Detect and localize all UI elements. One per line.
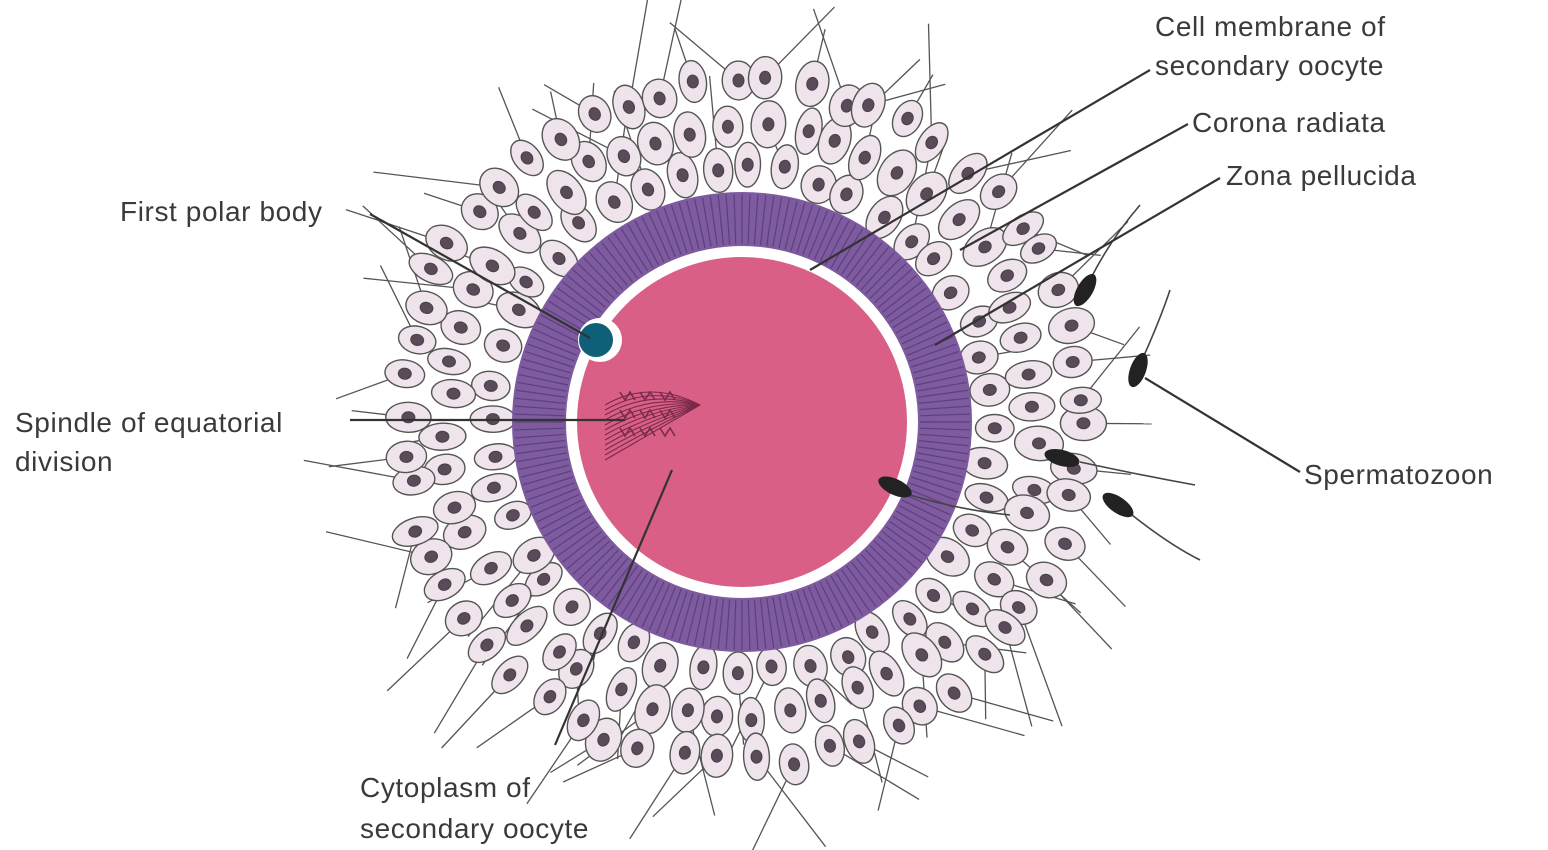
sperm-tail: [1132, 515, 1200, 560]
corona-cell-nucleus: [1074, 394, 1088, 406]
label-cytoplasm-line1: Cytoplasm of: [360, 772, 531, 803]
corona-cell: [1044, 302, 1098, 348]
corona-cell: [430, 378, 477, 410]
corona-cell: [743, 733, 771, 781]
corona-cell: [468, 469, 519, 506]
corona-cell-nucleus: [733, 74, 744, 87]
leader-first-polar-body: [370, 214, 590, 338]
corona-cell: [473, 441, 519, 472]
spermatozoon: [1124, 290, 1170, 390]
label-cytoplasm-line2: secondary oocyte: [360, 813, 589, 844]
corona-cell-nucleus: [402, 412, 415, 423]
first-polar-body: [578, 318, 622, 362]
corona-cell: [700, 733, 735, 778]
corona-cell: [573, 90, 617, 137]
corona-cell: [667, 729, 703, 776]
corona-cell: [768, 143, 801, 191]
label-spindle-line2: division: [15, 446, 113, 477]
spermatozoon: [1099, 488, 1200, 560]
sperm-tail: [1090, 205, 1140, 280]
corona-cell: [1051, 343, 1095, 380]
corona-cell-nucleus: [751, 750, 763, 763]
corona-cell: [771, 686, 809, 736]
sperm-tail: [1142, 290, 1170, 360]
corona-cell: [975, 414, 1014, 442]
label-first-polar-body: First polar body: [120, 196, 323, 227]
label-cell-membrane-line1: Cell membrane of: [1155, 11, 1386, 42]
corona-cell: [749, 99, 787, 149]
corona-cell: [1040, 522, 1090, 566]
sperm-head: [1124, 350, 1151, 389]
label-cell-membrane-line2: secondary oocyte: [1155, 50, 1384, 81]
corona-cell-nucleus: [711, 749, 723, 763]
label-spindle-line1: Spindle of equatorial: [15, 407, 283, 438]
label-spermatozoon: Spermatozoon: [1304, 459, 1493, 490]
corona-cell: [811, 722, 849, 769]
corona-cell-process: [929, 24, 932, 143]
sperm-head: [1099, 488, 1138, 522]
corona-cell-nucleus: [1077, 418, 1090, 429]
corona-cell-nucleus: [746, 713, 757, 726]
corona-cell: [777, 742, 812, 787]
corona-cell-nucleus: [742, 158, 753, 171]
corona-cell: [1003, 357, 1054, 391]
corona-cell: [470, 369, 512, 403]
corona-cell: [465, 545, 517, 592]
corona-cell: [383, 357, 426, 390]
corona-cell-nucleus: [1032, 437, 1046, 449]
corona-cell: [670, 109, 709, 159]
corona-cell: [838, 715, 880, 767]
corona-cell-process: [1019, 608, 1062, 727]
corona-cell-nucleus: [732, 667, 743, 680]
corona-cell: [702, 147, 735, 194]
corona-cell: [792, 58, 833, 109]
corona-cell: [723, 652, 753, 695]
corona-cell: [1008, 392, 1055, 423]
corona-cell-nucleus: [759, 71, 771, 85]
first-polar-body-shape: [579, 323, 613, 357]
corona-cell: [734, 142, 761, 187]
corona-cell-nucleus: [722, 120, 734, 134]
corona-cell: [668, 685, 707, 734]
corona-cell: [676, 59, 709, 104]
spermatozoon: [1069, 205, 1140, 310]
corona-cell: [480, 324, 526, 366]
corona-cell: [747, 56, 783, 100]
label-zona-pellucida: Zona pellucida: [1226, 160, 1417, 191]
corona-cell: [700, 695, 735, 738]
corona-cell: [712, 106, 744, 148]
corona-cell: [997, 318, 1045, 357]
corona-cell: [386, 402, 432, 433]
leader-spermatozoon: [1145, 378, 1300, 472]
corona-cell-nucleus: [988, 423, 1001, 434]
corona-cell-nucleus: [436, 431, 450, 443]
corona-cell-nucleus: [1025, 401, 1039, 413]
corona-cell: [755, 646, 789, 687]
label-corona-radiata: Corona radiata: [1192, 107, 1386, 138]
